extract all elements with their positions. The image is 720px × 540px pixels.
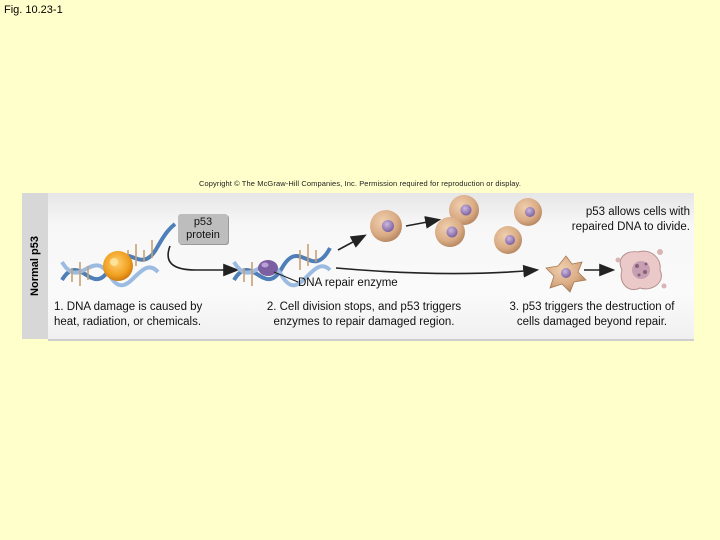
daughter-cell: [514, 198, 542, 226]
step-2-caption: 2. Cell division stops, and p53 triggers…: [266, 301, 462, 328]
enzyme-label: DNA repair enzyme: [298, 277, 398, 289]
dna-damage-spot: [103, 251, 133, 281]
p53-protein-label: p53 protein: [186, 216, 220, 241]
dividing-cell-pair: [435, 195, 479, 247]
dna-helix-damaged: [60, 222, 177, 288]
copyright-notice: Copyright © The McGraw-Hill Companies, I…: [198, 179, 522, 188]
dna-helix-repair: [232, 244, 332, 287]
figure-label: Fig. 10.23-1: [4, 4, 63, 16]
daughter-cell: [494, 226, 522, 254]
p53-protein-box: p53 protein: [178, 214, 228, 244]
division-note: p53 allows cells with repaired DNA to di…: [571, 206, 690, 233]
arrow-to-dividing-cells: [337, 234, 367, 251]
arrow-to-division: [405, 216, 442, 229]
arrow-to-damaged-cells: [335, 264, 540, 278]
step-3-caption: 3. p53 triggers the destruction of cells…: [509, 301, 675, 328]
destroyed-cell: [615, 249, 667, 290]
dna-repair-enzyme-shape: [258, 260, 278, 276]
damaged-cell: [545, 255, 587, 293]
step-1-caption: 1. DNA damage is caused by heat, radiati…: [54, 301, 203, 328]
enzyme-pointer-line: [273, 271, 299, 283]
healthy-cell: [370, 210, 402, 242]
side-bar: [22, 193, 48, 339]
diagram-panel: [48, 193, 694, 341]
arrow-damage-to-repair: [167, 245, 240, 277]
